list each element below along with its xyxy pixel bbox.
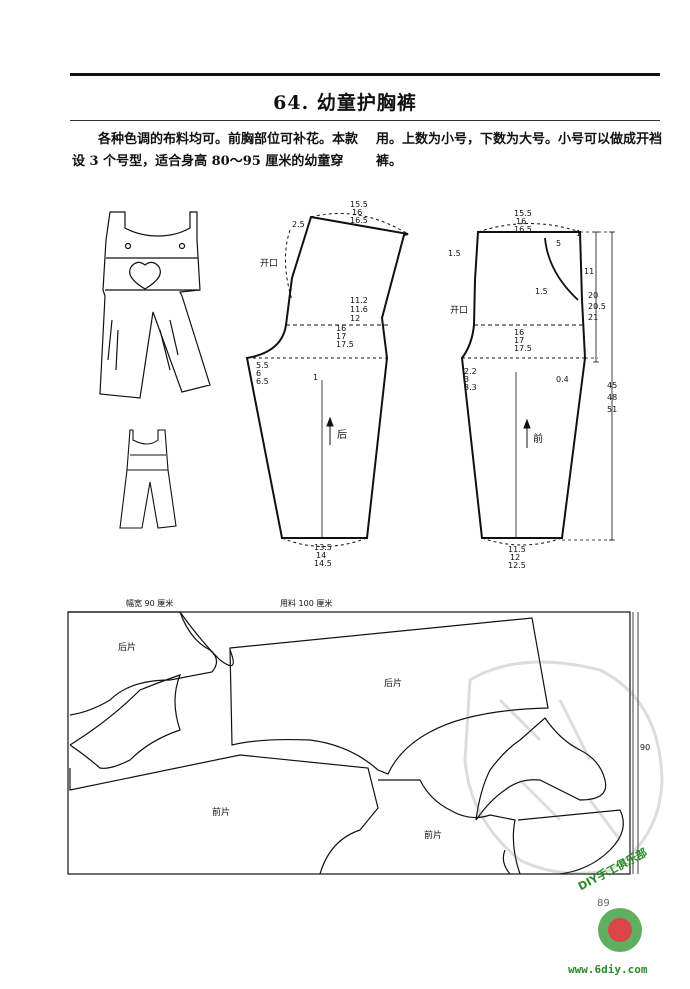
- back-waist-label-2: 16: [352, 208, 362, 217]
- front-crotch-in-label: 0.4: [556, 375, 569, 384]
- back-hem-label-3: 14.5: [314, 559, 332, 568]
- layout-front-piece-2: 前片: [424, 829, 442, 841]
- back-grain-label: 后: [337, 429, 347, 441]
- back-waist-label-1: 15.5: [350, 200, 368, 209]
- back-crotch-label-2: 6: [256, 369, 261, 378]
- fabric-width-label: 幅宽 90 厘米: [126, 598, 173, 608]
- back-thigh-label-3: 17.5: [336, 340, 354, 349]
- back-crotch-label-1: 5.5: [256, 361, 269, 370]
- back-thigh-label-1: 16: [336, 324, 346, 333]
- front-length-label-2: 48: [607, 393, 617, 402]
- back-waist-label-3: 16.5: [350, 216, 368, 225]
- layout-back-piece-1: 后片: [118, 641, 136, 653]
- front-rise-label-1: 20: [588, 291, 598, 300]
- front-waist-label-2: 16: [516, 217, 526, 226]
- front-bib-curve-label: 1.5: [535, 287, 548, 296]
- fabric-usage-label: 用料 100 厘米: [280, 598, 332, 608]
- front-thigh-label-2: 17: [514, 336, 524, 345]
- front-waist-label-3: 16.5: [514, 225, 532, 234]
- footer-url[interactable]: www.6diy.com: [568, 963, 648, 976]
- front-grain-label: 前: [533, 432, 543, 445]
- back-hem-label-2: 14: [316, 551, 326, 560]
- front-rise-label-2: 20.5: [588, 302, 606, 311]
- overalls-illustration-small: [119, 429, 177, 529]
- front-thigh-label-3: 17.5: [514, 344, 532, 353]
- front-rise-label-3: 21: [588, 313, 598, 322]
- layout-front-piece-1: 前片: [212, 806, 230, 818]
- page-title: 64. 幼童护胸裤: [273, 92, 417, 114]
- back-hip-label-1: 11.2: [350, 296, 368, 305]
- description-left: 各种色调的布料均可。前胸部位可补花。本款设 3 个号型，适合身高 80～95 厘…: [72, 132, 359, 169]
- front-pattern: [460, 223, 615, 546]
- back-thigh-label-2: 17: [336, 332, 346, 341]
- front-hem-label-3: 12.5: [508, 561, 526, 570]
- front-bib-left-label: 1.5: [448, 249, 461, 258]
- front-hem-label-2: 12: [510, 553, 520, 562]
- front-crotch-label-2: 3: [464, 375, 469, 384]
- layout-back-piece-2: 后片: [384, 677, 402, 689]
- back-hip-label-3: 12: [350, 314, 360, 323]
- page-number: 89: [597, 898, 610, 909]
- front-bib-top-label: 1: [576, 229, 581, 238]
- front-hem-label-1: 11.5: [508, 545, 526, 554]
- back-pattern: [245, 213, 409, 547]
- description-right: 用。上数为小号，下数为大号。小号可以做成开裆裤。: [376, 132, 663, 169]
- cutting-layout: [67, 611, 639, 875]
- back-placket-label: 开口: [260, 258, 278, 269]
- front-crotch-label-3: 3.3: [464, 383, 477, 392]
- back-hem-label-1: 13.5: [314, 543, 332, 552]
- watermark-stamp: [463, 660, 664, 875]
- front-bib-depth-label: 11: [584, 267, 594, 276]
- front-placket-label: 开口: [450, 305, 468, 316]
- back-waist-offset-label: 2.5: [292, 220, 305, 229]
- top-rule: [70, 73, 660, 76]
- front-thigh-label-1: 16: [514, 328, 524, 337]
- layout-height-label: 90: [640, 743, 650, 752]
- overalls-illustration-large: [99, 211, 211, 399]
- front-bib-side-label: 5: [556, 239, 561, 248]
- back-hip-label-2: 11.6: [350, 305, 368, 314]
- title-rule: [70, 120, 660, 121]
- back-crotch-label-3: 6.5: [256, 377, 269, 386]
- front-length-label-1: 45: [607, 381, 617, 390]
- front-length-label-3: 51: [607, 405, 617, 414]
- front-waist-label-1: 15.5: [514, 209, 532, 218]
- back-crotch-drop-label: 1: [313, 373, 318, 382]
- front-crotch-label-1: 2.2: [464, 367, 477, 376]
